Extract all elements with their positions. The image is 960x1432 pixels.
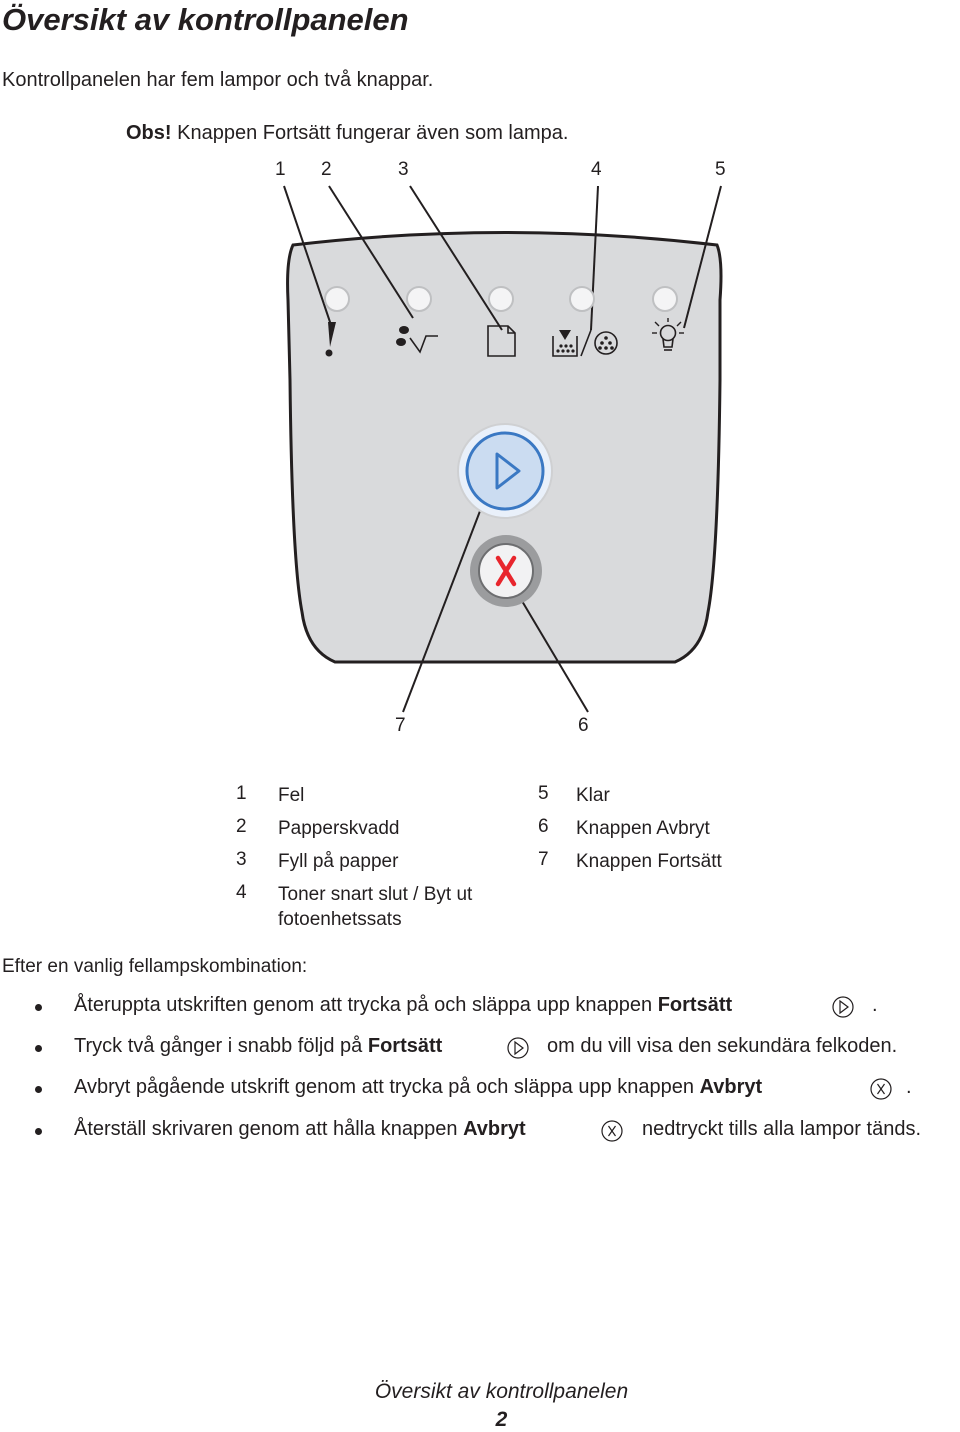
bullet-end: om du vill visa den sekundära felkoden.: [547, 1035, 898, 1057]
legend-num: 5: [538, 783, 549, 804]
continue-icon: [507, 1037, 529, 1059]
callout-7: 7: [395, 715, 406, 736]
callout-1: 1: [275, 159, 286, 180]
bullet-end: .: [906, 1076, 912, 1098]
bullet-end: .: [872, 994, 878, 1016]
bullet-dot: [35, 1128, 42, 1135]
legend-num: 4: [236, 882, 247, 903]
bullet-end: nedtryckt tills alla lampor tänds.: [642, 1118, 922, 1140]
legend-text: Klar: [576, 785, 610, 806]
legend-num: 1: [236, 783, 247, 804]
callout-6: 6: [578, 715, 589, 736]
cancel-icon: [601, 1120, 623, 1142]
legend-num: 7: [538, 849, 549, 870]
callout-lines: [283, 185, 722, 713]
control-panel-figure: 1 2 3 4 5 7 6: [275, 159, 726, 736]
continue-icon: [495, 452, 521, 490]
continue-icon: [832, 996, 854, 1018]
bullet-dot: [35, 1045, 42, 1052]
legend-text: Toner snart slut / Byt ut fotoenhetssats: [278, 884, 473, 930]
note-text: Knappen Fortsätt fungerar även som lampa…: [171, 122, 569, 144]
cancel-button[interactable]: [470, 535, 542, 607]
note: Obs! Knappen Fortsätt fungerar även som …: [126, 122, 568, 145]
legend-text: Fyll på papper: [278, 851, 399, 872]
callout-3: 3: [398, 159, 409, 180]
ready-light-icon: [652, 286, 684, 351]
bullet-text: Återuppta utskriften genom att trycka på…: [74, 994, 733, 1016]
callout-2: 2: [321, 159, 332, 180]
legend-text: Papperskvadd: [278, 818, 400, 839]
error-light-icon: [324, 286, 350, 357]
bullet-dot: [35, 1004, 42, 1011]
footer: Översikt av kontrollpanelen 2: [0, 1380, 960, 1432]
legend-num: 3: [236, 849, 247, 870]
legend-num: 6: [538, 816, 549, 837]
continue-button[interactable]: [457, 423, 553, 519]
bullet-text: Avbryt pågående utskrift genom att tryck…: [74, 1076, 763, 1098]
legend-text: Fel: [278, 785, 305, 806]
bullet-text: Återställ skrivaren genom att hålla knap…: [74, 1118, 526, 1140]
lamps: [324, 286, 684, 357]
bullet-dot: [35, 1086, 42, 1093]
legend-text: Knappen Fortsätt: [576, 851, 722, 872]
note-label: Obs!: [126, 122, 172, 144]
callout-5: 5: [715, 159, 726, 180]
after-label: Efter en vanlig fellampskombination:: [2, 956, 308, 977]
cancel-x-icon: [495, 555, 517, 587]
page-number: 2: [495, 1408, 508, 1431]
legend-text: Knappen Avbryt: [576, 818, 710, 839]
footer-title: Översikt av kontrollpanelen: [374, 1380, 629, 1403]
page-title: Översikt av kontrollpanelen: [2, 2, 409, 37]
intro-text: Kontrollpanelen har fem lampor och två k…: [2, 69, 434, 91]
cancel-icon: [870, 1078, 892, 1100]
callout-4: 4: [591, 159, 602, 180]
toner-low-light-icon: [552, 286, 618, 357]
bullet-text: Tryck två gånger i snabb följd på Fortsä…: [74, 1035, 443, 1057]
load-paper-light-icon: [487, 286, 516, 357]
paper-jam-light-icon: [396, 286, 438, 354]
legend-num: 2: [236, 816, 247, 837]
